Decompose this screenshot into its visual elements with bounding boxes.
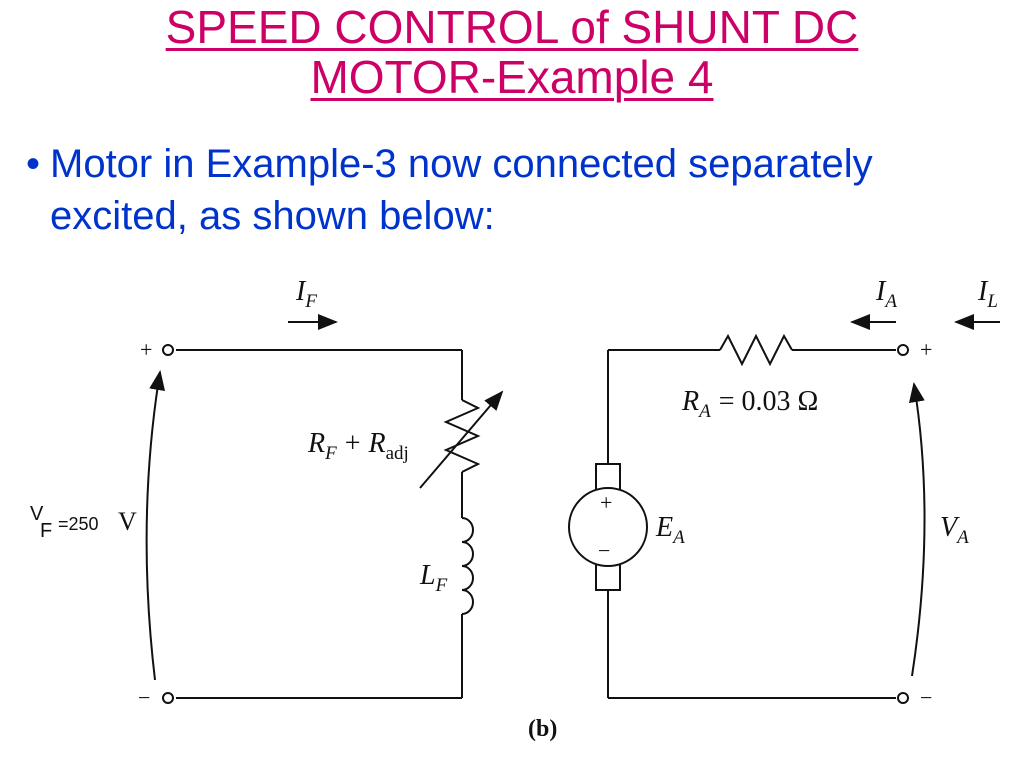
field-resistor bbox=[443, 399, 481, 473]
slide-title: SPEED CONTROL of SHUNT DC MOTOR-Example … bbox=[0, 2, 1024, 102]
title-line-1: SPEED CONTROL of SHUNT DC bbox=[165, 1, 859, 53]
terminal-voltage-arrow bbox=[908, 382, 926, 677]
field-current-label: IF bbox=[295, 276, 317, 312]
diagram-caption: (b) bbox=[528, 716, 557, 742]
field-resistance-label: RF+Radj bbox=[307, 428, 409, 464]
title-line-2: MOTOR-Example 4 bbox=[310, 51, 714, 103]
field-voltage-label: V F =250 V bbox=[30, 503, 137, 542]
line-current-label: IL bbox=[977, 276, 998, 312]
armature-current-label: IA bbox=[875, 276, 897, 312]
terminal-voltage-label: VA bbox=[940, 512, 969, 548]
svg-text:V: V bbox=[118, 507, 137, 536]
svg-text:F: F bbox=[40, 520, 52, 542]
bullet-dot: • bbox=[26, 142, 41, 186]
right-plus-label: + bbox=[920, 337, 932, 362]
right-minus-label: − bbox=[920, 685, 932, 710]
field-inductor bbox=[461, 517, 474, 615]
bullet-line-2: excited, as shown below: bbox=[50, 194, 495, 238]
left-plus-label: + bbox=[140, 337, 152, 362]
bullet-text: Motor in Example-3 now connected separat… bbox=[50, 138, 1010, 242]
left-minus-label: − bbox=[138, 685, 150, 710]
motor-armature bbox=[568, 487, 648, 567]
svg-text:V: V bbox=[30, 503, 44, 525]
bullet-line-1: Motor in Example-3 now connected separat… bbox=[50, 142, 873, 186]
motor-minus-label: − bbox=[598, 538, 610, 563]
adjustable-arrow bbox=[419, 390, 504, 489]
armature-resistor bbox=[719, 333, 793, 367]
right-plus-terminal bbox=[897, 344, 909, 356]
right-minus-terminal bbox=[897, 692, 909, 704]
left-minus-terminal bbox=[162, 692, 174, 704]
motor-bottom-brush bbox=[595, 563, 621, 591]
field-voltage-arrow bbox=[145, 370, 166, 681]
internal-voltage-label: EA bbox=[655, 512, 685, 548]
armature-resistance-label: RA= 0.03 Ω bbox=[681, 386, 818, 422]
motor-top-brush bbox=[595, 463, 621, 491]
field-inductance-label: LF bbox=[419, 560, 448, 596]
motor-plus-label: + bbox=[600, 490, 612, 515]
left-plus-terminal bbox=[162, 344, 174, 356]
svg-text:=250: =250 bbox=[58, 514, 99, 534]
